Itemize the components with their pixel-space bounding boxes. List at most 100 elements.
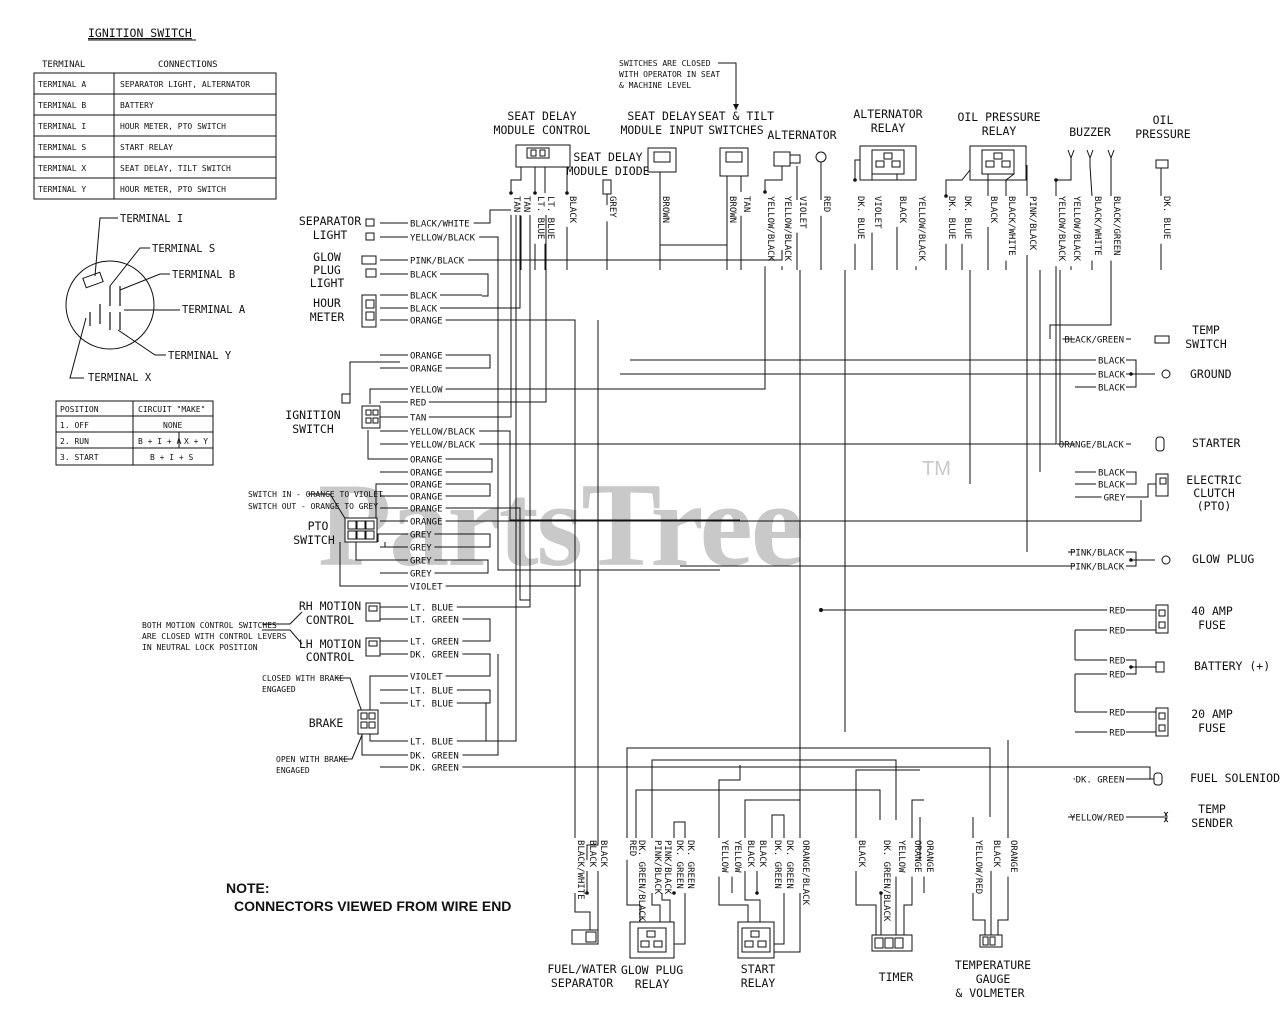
note-text: CONNECTORS VIEWED FROM WIRE END	[234, 898, 511, 914]
position-cell: 3. START	[60, 453, 99, 462]
brake-closed-note: CLOSED WITH BRAKE	[262, 674, 344, 683]
glow-plug-relay-label: RELAY	[635, 977, 670, 991]
bottom-wire-label: ORANGE	[912, 840, 922, 873]
top-wire-label: BLACK	[567, 196, 577, 224]
lh-motion-label: LH MOTION	[299, 637, 361, 651]
top-wire-label: BROWN	[660, 196, 670, 223]
circuit-cell: B + I + A	[138, 437, 182, 446]
glow-plug-light: GLOW PLUG LIGHT	[310, 250, 377, 290]
pto-note-line: SWITCH OUT - ORANGE TO GREY	[248, 502, 378, 511]
top-wire: VIOLET	[796, 196, 807, 270]
left-wire-label: YELLOW	[410, 386, 443, 396]
right-wire: RED	[1075, 627, 1131, 637]
fuse-20: 20 AMP FUSE	[1155, 707, 1233, 737]
hour-meter: HOUR METER	[310, 294, 377, 328]
position-table: POSITION CIRCUIT "MAKE" 1. OFF NONE 2. R…	[55, 400, 214, 466]
right-wire-label: DK. GREEN	[1076, 776, 1125, 786]
top-wire-label: DK. BLUE	[962, 196, 972, 239]
temp-gauge-label: TEMPERATURE	[955, 958, 1031, 972]
alternator-relay: ALTERNATOR RELAY	[853, 107, 923, 181]
bottom-wire-label: YELLOW	[732, 840, 742, 873]
bottom-wire: BLACK/WHITE	[575, 840, 585, 900]
right-wire-label: RED	[1109, 671, 1125, 681]
left-wire-label: GREY	[410, 557, 432, 567]
top-wire-label: DK. BLUE	[946, 196, 956, 239]
left-wire-label: LT. BLUE	[410, 700, 453, 710]
terminal-cell: TERMINAL A	[38, 80, 86, 89]
top-wire: BLACK	[566, 196, 577, 270]
terminal-b-label: TERMINAL B	[172, 269, 235, 281]
right-wire: PINK/BLACK	[1068, 563, 1131, 573]
terminal-x-label: TERMINAL X	[88, 372, 152, 384]
top-wire: GREY	[606, 196, 617, 270]
starter: STARTER	[1155, 436, 1241, 452]
electric-clutch-label: CLUTCH	[1193, 486, 1235, 500]
top-wire-label: VIOLET	[872, 196, 882, 229]
glow-plug-light-label: PLUG	[313, 263, 341, 277]
ground: GROUND	[1161, 367, 1232, 381]
left-wire-label: BLACK/WHITE	[410, 220, 470, 230]
seat-delay-module-input: SEAT DELAY MODULE INPUT	[620, 109, 704, 173]
left-wire-label: YELLOW/BLACK	[410, 428, 476, 438]
glow-plug-relay: GLOW PLUG RELAY	[621, 921, 683, 991]
top-wire: BLACK/GREEN	[1110, 196, 1121, 270]
bottom-wire-label: BLACK	[587, 840, 597, 868]
left-wire-label: TAN	[410, 414, 426, 424]
top-wire: DK. BLUE	[961, 196, 972, 270]
bottom-wire: BLACK	[990, 840, 1001, 893]
left-wire: VIOLET	[380, 673, 482, 683]
connection-cell: SEAT DELAY, TILT SWITCH	[120, 164, 231, 173]
separator-light: SEPARATOR LIGHT	[299, 214, 375, 242]
right-wire-label: BLACK/GREEN	[1064, 336, 1124, 346]
lh-motion-label: CONTROL	[306, 650, 355, 664]
separator-light-label: SEPARATOR	[299, 214, 361, 228]
seat-delay-input-label: MODULE INPUT	[620, 123, 703, 137]
right-wire-label: RED	[1109, 607, 1125, 617]
bottom-wire-label: YELLOW/RED	[973, 840, 983, 894]
top-wire: VIOLET	[871, 196, 882, 270]
top-wire-label: BROWN	[727, 196, 737, 223]
right-wire-routing	[620, 270, 1156, 860]
right-wire: RED	[1075, 709, 1131, 719]
left-wire: LT. BLUE	[380, 738, 482, 748]
right-wire: RED	[1075, 657, 1131, 667]
timer: TIMER	[871, 934, 913, 984]
top-note: SWITCHES ARE CLOSED WITH OPERATOR IN SEA…	[619, 59, 739, 110]
fuse-40: 40 AMP FUSE	[1155, 604, 1233, 634]
seat-delay-module-control: SEAT DELAY MODULE CONTROL	[494, 109, 591, 168]
left-wire: YELLOW/BLACK	[380, 428, 482, 438]
pto-switch: SWITCH IN - ORANGE TO VIOLET SWITCH OUT …	[248, 490, 383, 547]
left-wire-label: VIOLET	[410, 673, 443, 683]
right-wire-group: BLACK/GREENBLACKBLACKBLACKORANGE/BLACKBL…	[1056, 336, 1131, 824]
top-wire: DK. BLUE	[1160, 196, 1171, 270]
left-wire: DK. GREEN	[380, 651, 482, 661]
left-wire: LT. GREEN	[380, 616, 482, 626]
position-cell: 2. RUN	[60, 437, 89, 446]
bottom-wire-label: BLACK	[991, 840, 1001, 868]
bottom-wire-label: DK. GREEN	[674, 840, 684, 889]
left-wire: DK. GREEN	[380, 764, 482, 774]
bottom-wire: RED	[626, 840, 637, 893]
watermark-text: PartsTree	[318, 458, 802, 591]
left-wire-label: BLACK	[410, 305, 438, 315]
left-wire: ORANGE	[380, 518, 482, 528]
right-wire: BLACK	[1075, 357, 1131, 367]
right-wire: GREY	[1075, 494, 1131, 504]
glow-plug-label: GLOW PLUG	[1192, 552, 1254, 566]
left-wire-label: DK. GREEN	[410, 651, 459, 661]
right-wire: BLACK	[1075, 469, 1131, 479]
seat-delay-module-diode: SEAT DELAY MODULE DIODE	[566, 150, 650, 195]
ignition-switch-label: IGNITION	[285, 408, 340, 422]
temp-gauge-label: GAUGE	[976, 972, 1011, 986]
left-wire-label: BLACK	[410, 292, 438, 302]
seat-delay-input-label: SEAT DELAY	[627, 109, 696, 123]
fuel-water-separator: FUEL/WATER SEPARATOR	[547, 929, 617, 990]
buzzer-label: BUZZER	[1069, 125, 1111, 139]
left-wire: YELLOW/BLACK	[380, 234, 482, 244]
left-wire: LT. BLUE	[380, 604, 482, 614]
oil-pressure-relay-label: OIL PRESSURE	[957, 110, 1040, 124]
position-header: POSITION	[60, 405, 99, 414]
seat-delay-diode-label: SEAT DELAY	[573, 150, 642, 164]
temp-sender-label: SENDER	[1191, 816, 1233, 830]
